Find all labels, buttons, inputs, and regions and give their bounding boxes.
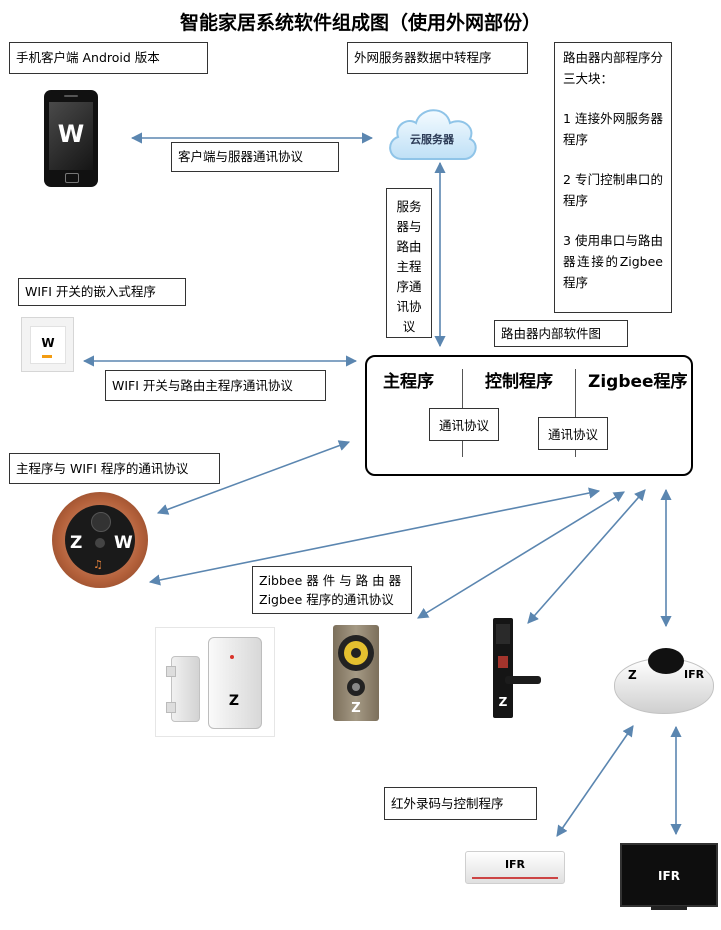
client-server-protocol-label: 客户端与服器通讯协议	[171, 142, 339, 172]
speaker-icon: Z	[333, 625, 379, 721]
phone-letter: W	[57, 120, 85, 148]
door-sensor-icon: Z	[155, 627, 275, 737]
ir-hub-icon: Z IFR	[614, 642, 714, 717]
lock-letter: Z	[498, 695, 508, 709]
phone-client-label: 手机客户端 Android 版本	[9, 42, 208, 74]
control-program-module: 控制程序	[485, 372, 553, 392]
wifi-router-protocol-label: WIFI 开关与路由主程序通讯协议	[105, 370, 326, 401]
arrow-speaker-router	[417, 491, 625, 619]
switch-letter: W	[41, 336, 55, 350]
ac-letter-ifr: IFR	[504, 858, 526, 871]
arrow-lock-router	[527, 489, 646, 624]
router-software-box: 主程序 控制程序 Zigbee程序 通讯协议 通讯协议	[365, 355, 693, 476]
tv-icon: IFR	[620, 843, 718, 907]
arrow-doorbell-router-1	[156, 440, 351, 515]
sensor-letter: Z	[228, 693, 240, 709]
speaker-letter: Z	[351, 701, 361, 716]
arrow-ac-hub	[556, 725, 634, 837]
air-conditioner-icon: IFR	[465, 851, 565, 884]
tv-letter-ifr: IFR	[658, 869, 680, 883]
router-program-note: 路由器内部程序分三大块： 1 连接外网服务器程序 2 专门控制串口的程序 3 使…	[554, 42, 672, 313]
zigbee-program-module: Zigbee程序	[588, 372, 688, 392]
main-program-module: 主程序	[383, 372, 434, 392]
doorbell-icon: Z W ♫	[52, 492, 148, 588]
hub-letter-z: Z	[628, 668, 637, 682]
tv-stand	[651, 906, 687, 910]
wifi-embedded-label: WIFI 开关的嵌入式程序	[18, 278, 186, 306]
module-divider-2	[575, 369, 576, 457]
cloud-server-icon: 云服务器	[384, 101, 480, 163]
server-router-protocol-label: 服务器与路由主程序通讯协议	[386, 188, 432, 338]
router-note-title: 路由器内部程序分三大块：	[563, 50, 664, 86]
wifi-switch-icon: W	[21, 317, 74, 372]
protocol-box-control-zigbee: 通讯协议	[538, 417, 609, 450]
router-inner-diagram-label: 路由器内部软件图	[494, 320, 628, 347]
diagram-title: 智能家居系统软件组成图（使用外网部份）	[179, 12, 541, 34]
door-lock-icon: Z	[489, 618, 545, 720]
router-note-item-1: 1 连接外网服务器程序	[563, 111, 663, 147]
server-relay-label: 外网服务器数据中转程序	[347, 42, 528, 74]
ir-program-label: 红外录码与控制程序	[384, 787, 537, 820]
doorbell-letter-w: W	[114, 533, 133, 553]
router-note-item-3: 3 使用串口与路由器连接的Zigbee 程序	[563, 233, 663, 290]
bell-icon: ♫	[93, 558, 103, 571]
zigbee-protocol-line-2: Zigbee 程序的通讯协议	[259, 592, 394, 607]
protocol-box-main-control: 通讯协议	[429, 408, 500, 441]
hub-letter-ifr: IFR	[684, 668, 705, 681]
cloud-label: 云服务器	[410, 133, 454, 146]
phone-icon: W	[44, 90, 98, 187]
doorbell-letter-z: Z	[70, 533, 83, 553]
arrow-doorbell-router-2	[148, 487, 601, 586]
router-note-item-2: 2 专门控制串口的程序	[563, 172, 663, 208]
